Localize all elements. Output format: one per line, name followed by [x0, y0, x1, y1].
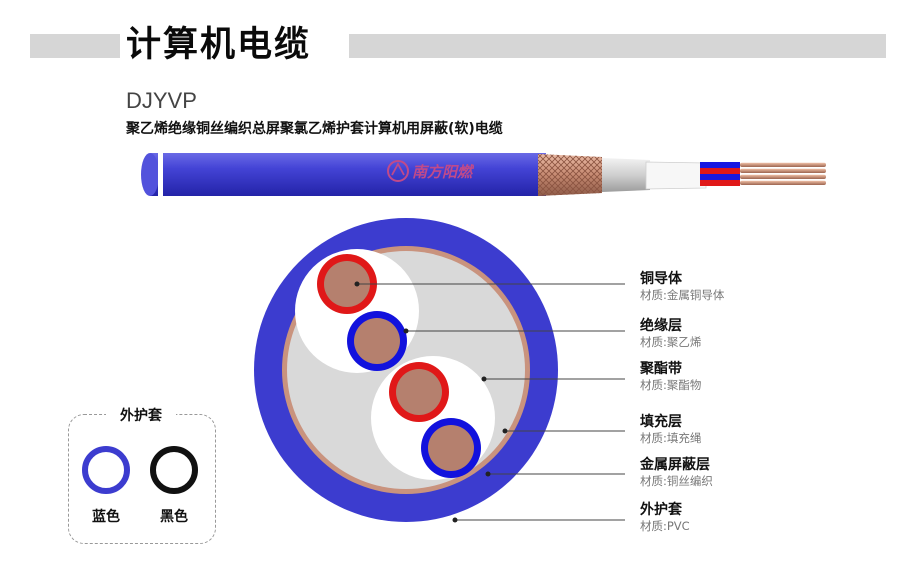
filler-side [645, 161, 707, 190]
callout-metal-shield: 金属屏蔽层 材质:铜丝编织 [640, 457, 713, 488]
callout-polyester-tape: 聚酯带 材质:聚酯物 [640, 361, 701, 392]
layer-material: 材质:聚乙烯 [640, 335, 702, 349]
callout-lines [354, 281, 625, 523]
cable-cross-section [254, 218, 558, 522]
sheath-side [143, 153, 546, 196]
layer-material: 材质:金属铜导体 [640, 288, 725, 302]
layer-name: 外护套 [640, 502, 682, 518]
page-title: 计算机电缆 [126, 25, 312, 65]
layer-name: 铜导体 [640, 271, 682, 287]
sheath-stripe [158, 153, 163, 196]
callout-filler: 填充层 材质:填充绳 [640, 414, 701, 445]
layer-material: 材质:聚酯物 [640, 378, 702, 392]
brand-logo: 南方阳燃 [387, 160, 475, 182]
layer-material: 材质:铜丝编织 [640, 474, 713, 488]
layer-name: 绝缘层 [640, 318, 682, 334]
layer-name: 聚酯带 [640, 361, 682, 377]
color-label-black: 黑色 [160, 509, 188, 525]
cores-side [700, 162, 740, 186]
color-label-blue: 蓝色 [92, 509, 120, 525]
foil-side [602, 158, 650, 192]
layer-material: 材质:PVC [640, 519, 690, 533]
sheath-end [141, 153, 159, 196]
copper-wires-side [740, 162, 826, 185]
brand-logo-text: 南方阳燃 [412, 163, 475, 181]
header-bar-left [30, 34, 120, 58]
layer-name: 填充层 [640, 414, 682, 430]
callout-outer-sheath: 外护套 材质:PVC [640, 502, 690, 533]
color-swatch-blue [82, 446, 130, 494]
layer-name: 金属屏蔽层 [640, 457, 710, 473]
header-bar-right [349, 34, 886, 58]
legend-title: 外护套 [106, 405, 176, 425]
cable-description: 聚乙烯绝缘铜丝编织总屏聚氯乙烯护套计算机用屏蔽(软)电缆 [126, 121, 503, 137]
callout-insulation: 绝缘层 材质:聚乙烯 [640, 318, 701, 349]
brand-logo-mark [387, 160, 409, 182]
layer-material: 材质:填充绳 [640, 431, 702, 445]
callout-conductor: 铜导体 材质:金属铜导体 [640, 271, 724, 302]
cable-side-view: 南方阳燃 [141, 153, 826, 196]
model-code: DJYVP [126, 88, 197, 113]
color-swatch-black [150, 446, 198, 494]
